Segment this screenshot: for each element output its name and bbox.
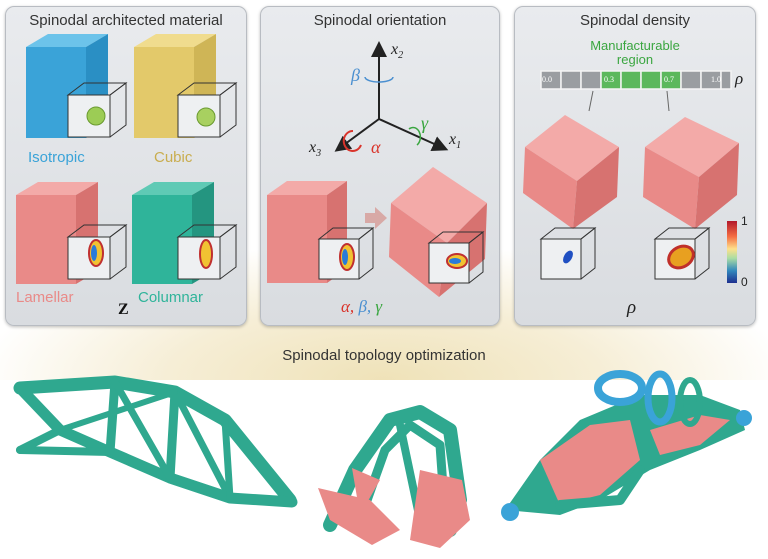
axis-x2-label: x2 xyxy=(391,41,404,62)
low-density-cube xyxy=(523,115,619,229)
panel-density: Spinodal density Manufacturable region xyxy=(514,6,756,326)
bar-tick-3: 1.0 xyxy=(711,75,721,84)
panel-architected-material: Spinodal architected material xyxy=(5,6,247,326)
bar-tick-0: 0.0 xyxy=(542,75,552,84)
density-bar xyxy=(540,70,732,90)
label-z: Z xyxy=(118,301,129,318)
gamma-label: γ xyxy=(421,113,429,133)
density-illustration xyxy=(523,70,739,283)
low-density-inset xyxy=(539,226,597,280)
colorbar-max-label: 1 xyxy=(741,214,748,228)
label-lamellar: Lamellar xyxy=(16,289,74,306)
bar-tick-1: 0.3 xyxy=(604,75,614,84)
beta-label: β xyxy=(351,65,360,85)
middle-structure xyxy=(318,405,470,548)
rotation-arrow xyxy=(365,207,387,229)
colorbar xyxy=(727,221,737,283)
beta-rotation-arc xyxy=(364,76,394,83)
orientation-caption: α, β, γ xyxy=(341,297,383,316)
unrotated-inset xyxy=(317,226,375,280)
columnar-inset xyxy=(176,224,238,280)
label-cubic: Cubic xyxy=(154,149,193,166)
lamellar-cube xyxy=(16,182,98,284)
cubic-cube xyxy=(134,34,216,138)
left-teal-structure xyxy=(13,375,298,508)
orientation-illustration xyxy=(267,41,487,297)
isotropic-inset xyxy=(66,82,128,138)
leader-line-right xyxy=(666,90,670,112)
colorbar-min-label: 0 xyxy=(741,275,748,289)
material-cubes-illustration xyxy=(16,34,238,284)
panel-title: Spinodal orientation xyxy=(313,12,447,29)
high-density-cube xyxy=(643,117,739,229)
panel-title: Spinodal architected material xyxy=(29,12,223,29)
rotated-inset xyxy=(427,230,485,284)
panel-title: Spinodal density xyxy=(579,12,691,29)
manufacturable-region-label: Manufacturable region xyxy=(590,38,680,67)
rho-caption: ρ xyxy=(627,297,637,318)
bar-tick-2: 0.7 xyxy=(664,75,674,84)
alpha-rotation-arc xyxy=(342,129,362,152)
leader-line-left xyxy=(588,90,594,112)
rho-bar-label: ρ xyxy=(735,69,744,88)
panel-orientation: Spinodal orientation xyxy=(260,6,500,326)
cubic-inset xyxy=(176,82,238,138)
axis-x1-label: x1 xyxy=(449,131,462,152)
label-isotropic: Isotropic xyxy=(28,149,85,166)
lamellar-inset xyxy=(66,224,128,280)
coordinate-axes xyxy=(334,41,449,152)
topology-optimization-title: Spinodal topology optimization xyxy=(282,347,486,364)
alpha-label: α xyxy=(371,137,381,157)
gamma-rotation-arc xyxy=(408,126,422,146)
right-structure xyxy=(501,370,752,521)
label-columnar: Columnar xyxy=(138,289,204,306)
axis-x3-label: x3 xyxy=(309,139,322,160)
high-density-inset xyxy=(653,226,711,280)
